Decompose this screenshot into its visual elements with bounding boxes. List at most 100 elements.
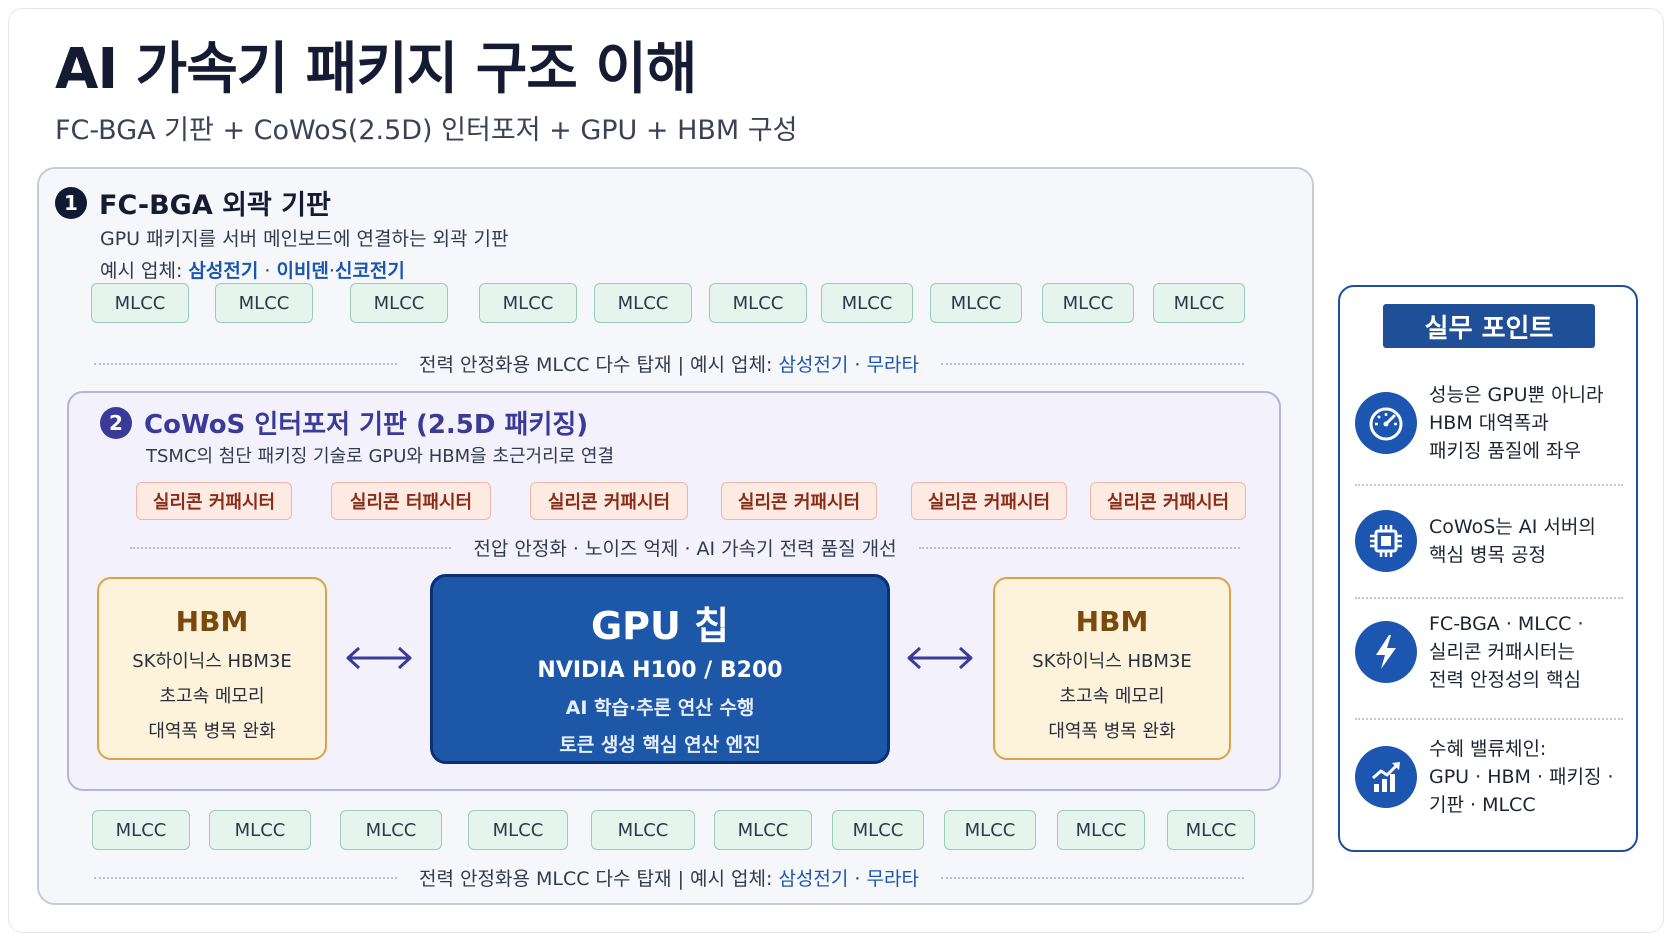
hbm-right-box: HBM SK하이닉스 HBM3E 초고속 메모리 대역폭 병목 완화: [993, 577, 1231, 760]
silicon-capacitor: 실리콘 커패시터: [530, 482, 688, 520]
mlcc-chip: MLCC: [1042, 283, 1134, 323]
mlcc-note-label: 전력 안정화용 MLCC 다수 탑재: [419, 354, 672, 376]
vendor-separator: ·: [848, 868, 867, 890]
page-subtitle: FC-BGA 기판 + CoWoS(2.5D) 인터포저 + GPU + HBM…: [55, 115, 798, 146]
tip-line: HBM 대역폭과: [1429, 412, 1549, 434]
mlcc-chip: MLCC: [479, 283, 577, 323]
gpu-line: AI 학습·추론 연산 수행: [565, 697, 755, 719]
mlcc-note-bottom: 전력 안정화용 MLCC 다수 탑재 | 예시 업체: 삼성전기 · 무라타: [94, 864, 1244, 891]
note-separator: |: [677, 354, 684, 376]
dotted-divider: [940, 876, 1244, 879]
tip-line: 성능은 GPU뿐 아니라: [1429, 384, 1604, 406]
mlcc-chip: MLCC: [340, 810, 442, 850]
tip-line: CoWoS는 AI 서버의: [1429, 516, 1596, 538]
silicon-capacitor: 실리콘 터패시터: [331, 482, 491, 520]
mlcc-chip: MLCC: [1167, 810, 1255, 850]
capacitor-note: 전압 안정화 · 노이즈 억제 · AI 가속기 전력 품질 개선: [130, 534, 1241, 561]
section2-title: CoWoS 인터포저 기판 (2.5D 패키징): [144, 410, 589, 440]
gpu-line: 토큰 생성 핵심 연산 엔진: [559, 734, 761, 756]
vendor-separator: ·: [328, 260, 335, 282]
mlcc-chip: MLCC: [591, 810, 695, 850]
hbm-line: 초고속 메모리: [159, 686, 265, 707]
section2-number-badge: 2: [100, 406, 132, 439]
mlcc-note-label: 전력 안정화용 MLCC 다수 탑재: [419, 868, 672, 890]
tip-line: 기판 · MLCC: [1429, 794, 1536, 816]
tip-item: 수혜 밸류체인: GPU · HBM · 패키징 · 기판 · MLCC: [1355, 735, 1623, 819]
tip-line: 패키징 품질에 좌우: [1429, 440, 1581, 462]
silicon-capacitor: 실리콘 커패시터: [136, 482, 292, 520]
mlcc-chip: MLCC: [468, 810, 568, 850]
tip-line: 실리콘 커패시터는: [1429, 641, 1575, 663]
silicon-capacitor: 실리콘 커패시터: [911, 482, 1067, 520]
dotted-divider: [1355, 718, 1623, 720]
section1-description: GPU 패키지를 서버 메인보드에 연결하는 외곽 기판: [100, 228, 509, 250]
vendors-label: 예시 업체:: [690, 868, 773, 890]
vendor-name: 삼성전기: [188, 260, 259, 282]
mlcc-chip: MLCC: [944, 810, 1036, 850]
dotted-divider: [1355, 484, 1623, 486]
mlcc-chip: MLCC: [1057, 810, 1145, 850]
hbm-title: HBM: [1075, 605, 1149, 638]
mlcc-chip: MLCC: [215, 283, 313, 323]
tip-line: 핵심 병목 공정: [1429, 544, 1546, 566]
tip-text: 수혜 밸류체인: GPU · HBM · 패키징 · 기판 · MLCC: [1429, 735, 1614, 819]
hbm-left-box: HBM SK하이닉스 HBM3E 초고속 메모리 대역폭 병목 완화: [97, 577, 327, 760]
tip-line: FC-BGA · MLCC ·: [1429, 613, 1584, 635]
hbm-line: 대역폭 병목 완화: [148, 721, 276, 742]
mlcc-chip: MLCC: [350, 283, 448, 323]
hbm-line: 대역폭 병목 완화: [1048, 721, 1176, 742]
hbm-line: 초고속 메모리: [1059, 686, 1165, 707]
vendor-name: 이비덴: [276, 260, 329, 282]
mlcc-chip: MLCC: [821, 283, 913, 323]
section1-number-badge: 1: [55, 186, 87, 219]
section1-vendors: 예시 업체: 삼성전기 · 이비덴·신코전기: [100, 256, 405, 283]
vendor-separator: ·: [258, 260, 277, 282]
mlcc-note-text: 전력 안정화용 MLCC 다수 탑재 | 예시 업체: 삼성전기 · 무라타: [397, 350, 941, 377]
tip-item: 성능은 GPU뿐 아니라 HBM 대역폭과 패키징 품질에 좌우: [1355, 381, 1623, 465]
dotted-divider: [918, 546, 1241, 549]
mlcc-chip: MLCC: [930, 283, 1022, 323]
mlcc-note-top: 전력 안정화용 MLCC 다수 탑재 | 예시 업체: 삼성전기 · 무라타: [94, 350, 1244, 377]
tip-line: 전력 안정성의 핵심: [1429, 669, 1581, 691]
mlcc-chip: MLCC: [714, 810, 812, 850]
mlcc-chip: MLCC: [1153, 283, 1245, 323]
section2-description: TSMC의 첨단 패키징 기술로 GPU와 HBM을 초근거리로 연결: [146, 446, 615, 467]
tip-item: FC-BGA · MLCC · 실리콘 커패시터는 전력 안정성의 핵심: [1355, 610, 1623, 694]
mlcc-chip: MLCC: [91, 283, 189, 323]
bidirectional-arrow-icon: [346, 646, 412, 670]
gpu-title: GPU 칩: [590, 604, 730, 648]
tip-item: CoWoS는 AI 서버의 핵심 병목 공정: [1355, 510, 1623, 572]
silicon-capacitor: 실리콘 커패시터: [721, 482, 877, 520]
mlcc-chip: MLCC: [209, 810, 311, 850]
capacitor-note-text: 전압 안정화 · 노이즈 억제 · AI 가속기 전력 품질 개선: [473, 538, 897, 560]
tip-text: FC-BGA · MLCC · 실리콘 커패시터는 전력 안정성의 핵심: [1429, 610, 1584, 694]
hbm-title: HBM: [175, 605, 249, 638]
mlcc-chip: MLCC: [709, 283, 807, 323]
gpu-chip-box: GPU 칩 NVIDIA H100 / B200 AI 학습·추론 연산 수행 …: [430, 574, 890, 764]
vendors-label: 예시 업체:: [690, 354, 773, 376]
vendor-name: 신코전기: [334, 260, 405, 282]
chip-icon: [1355, 510, 1417, 572]
section1-title: FC-BGA 외곽 기판: [99, 190, 331, 221]
mlcc-chip: MLCC: [594, 283, 692, 323]
mlcc-chip: MLCC: [832, 810, 924, 850]
vendor-separator: ·: [848, 354, 867, 376]
vendor-name: 무라타: [866, 354, 919, 376]
page-title: AI 가속기 패키지 구조 이해: [55, 37, 697, 102]
tip-line: GPU · HBM · 패키징 ·: [1429, 766, 1614, 788]
vendor-name: 무라타: [866, 868, 919, 890]
mlcc-chip: MLCC: [92, 810, 190, 850]
hbm-line: SK하이닉스 HBM3E: [132, 651, 292, 672]
silicon-capacitor: 실리콘 커패시터: [1090, 482, 1246, 520]
hbm-line: SK하이닉스 HBM3E: [1032, 651, 1192, 672]
bidirectional-arrow-icon: [907, 646, 973, 670]
side-panel-title: 실무 포인트: [1383, 304, 1595, 348]
tip-text: CoWoS는 AI 서버의 핵심 병목 공정: [1429, 513, 1596, 569]
dotted-divider: [940, 362, 1244, 365]
mlcc-note-text: 전력 안정화용 MLCC 다수 탑재 | 예시 업체: 삼성전기 · 무라타: [397, 864, 941, 891]
lightning-icon: [1355, 621, 1417, 683]
gpu-model: NVIDIA H100 / B200: [537, 658, 783, 683]
speedometer-icon: [1355, 392, 1417, 454]
dotted-divider: [1355, 597, 1623, 599]
dotted-divider: [130, 546, 452, 549]
